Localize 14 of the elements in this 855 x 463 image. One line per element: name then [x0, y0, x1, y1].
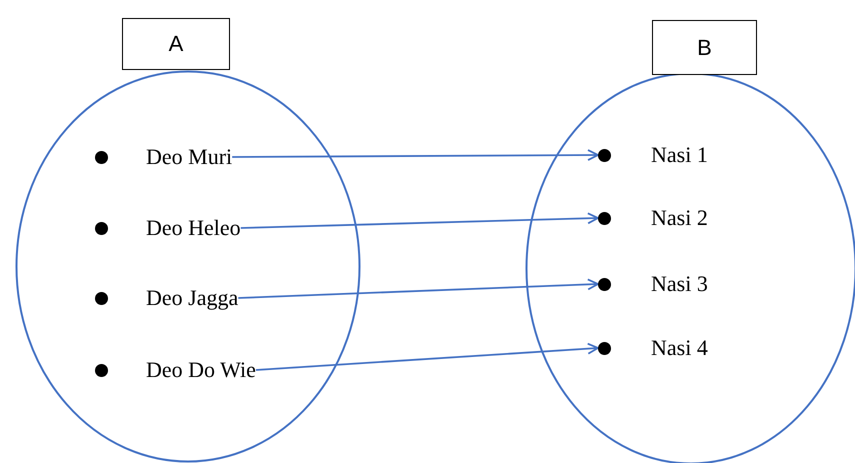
arrow — [256, 342, 599, 371]
element-label: Deo Muri — [146, 144, 232, 170]
set-title-box: B — [652, 20, 757, 75]
set-title-box: A — [122, 18, 230, 70]
element-label: Nasi 2 — [651, 205, 708, 231]
arrow — [240, 212, 599, 229]
element-label: Deo Heleo — [146, 215, 241, 241]
element-label: Deo Do Wie — [146, 357, 256, 383]
element-label: Deo Jagga — [146, 285, 238, 311]
arrow — [232, 149, 599, 161]
element-label: Nasi 4 — [651, 335, 708, 361]
arrow — [238, 278, 599, 299]
element-label: Nasi 1 — [651, 142, 708, 168]
element-label: Nasi 3 — [651, 271, 708, 297]
